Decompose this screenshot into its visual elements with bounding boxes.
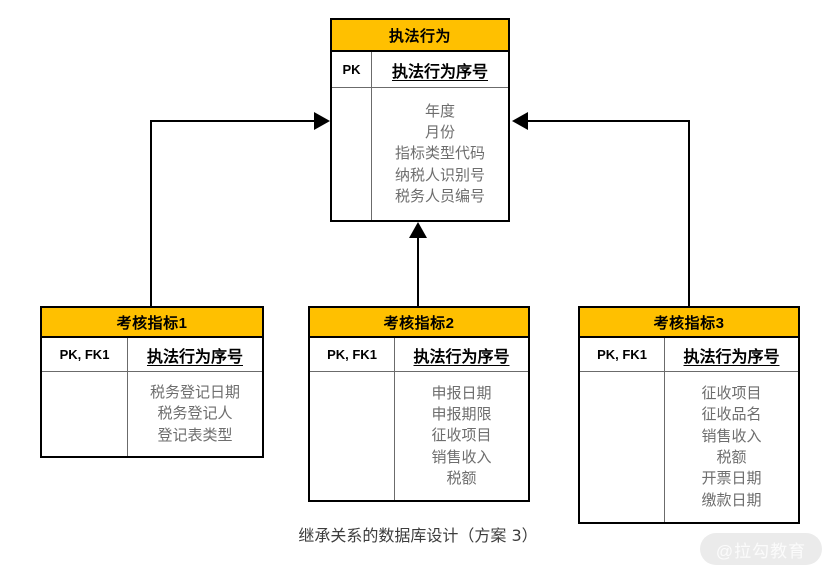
table-child1-attr-row: 税务登记日期 税务登记人 登记表类型 bbox=[42, 372, 262, 456]
table-child2-key-row: PK, FK1 执法行为序号 bbox=[310, 338, 528, 372]
attribute-item: 申报期限 bbox=[431, 406, 492, 424]
table-child3-key-name-cell: 执法行为序号 bbox=[665, 338, 798, 371]
connector-child3-horizontal bbox=[528, 120, 690, 122]
attribute-item: 登记表类型 bbox=[157, 426, 233, 444]
table-parent-key-label: PK bbox=[332, 52, 372, 87]
table-child3-key-row: PK, FK1 执法行为序号 bbox=[580, 338, 798, 372]
table-child3-key-name: 执法行为序号 bbox=[683, 348, 780, 366]
diagram-caption: 继承关系的数据库设计（方案 3） bbox=[298, 526, 538, 545]
table-child2-attr-keycol bbox=[310, 372, 395, 500]
attribute-item: 征收项目 bbox=[701, 385, 762, 403]
table-child1-attr-cell: 税务登记日期 税务登记人 登记表类型 bbox=[128, 372, 262, 456]
attribute-item: 税额 bbox=[446, 469, 477, 487]
table-child1-key-label: PK, FK1 bbox=[42, 338, 128, 371]
attribute-item: 征收项目 bbox=[431, 427, 492, 445]
table-child3-attribute-list: 征收项目 征收品名 销售收入 税额 开票日期 缴款日期 bbox=[665, 373, 798, 521]
attribute-item: 开票日期 bbox=[701, 470, 762, 488]
attribute-item: 税务登记人 bbox=[157, 405, 233, 423]
attribute-item: 缴款日期 bbox=[701, 491, 762, 509]
attribute-item: 指标类型代码 bbox=[394, 145, 485, 163]
attribute-item: 税务人员编号 bbox=[394, 187, 485, 205]
arrow-head-child1 bbox=[314, 112, 330, 130]
arrow-head-child2 bbox=[409, 222, 427, 238]
table-child1-key-row: PK, FK1 执法行为序号 bbox=[42, 338, 262, 372]
table-child2[interactable]: 考核指标2 PK, FK1 执法行为序号 申报日期 申报期限 征收项目 销售收入… bbox=[308, 306, 530, 502]
table-child1-key-name-cell: 执法行为序号 bbox=[128, 338, 262, 371]
table-child3-attr-keycol bbox=[580, 372, 665, 522]
table-child2-title: 考核指标2 bbox=[310, 308, 528, 338]
table-parent-key-name-cell: 执法行为序号 bbox=[372, 52, 508, 87]
table-child1-attribute-list: 税务登记日期 税务登记人 登记表类型 bbox=[128, 372, 262, 456]
attribute-item: 年度 bbox=[424, 102, 455, 120]
table-child3-key-label: PK, FK1 bbox=[580, 338, 665, 371]
attribute-item: 销售收入 bbox=[701, 427, 762, 445]
table-child1-key-name: 执法行为序号 bbox=[146, 348, 243, 366]
table-child2-attribute-list: 申报日期 申报期限 征收项目 销售收入 税额 bbox=[395, 373, 528, 499]
table-child2-attr-cell: 申报日期 申报期限 征收项目 销售收入 税额 bbox=[395, 372, 528, 500]
table-parent-title: 执法行为 bbox=[332, 20, 508, 52]
connector-child2-vertical bbox=[417, 238, 419, 308]
table-parent-key-name: 执法行为序号 bbox=[391, 63, 488, 81]
table-child3-attr-cell: 征收项目 征收品名 销售收入 税额 开票日期 缴款日期 bbox=[665, 372, 798, 522]
arrow-head-child3 bbox=[512, 112, 528, 130]
attribute-item: 征收品名 bbox=[701, 406, 762, 424]
table-child2-key-name: 执法行为序号 bbox=[413, 348, 510, 366]
attribute-item: 销售收入 bbox=[431, 448, 492, 466]
table-parent-attr-keycol bbox=[332, 88, 372, 220]
table-child1-attr-keycol bbox=[42, 372, 128, 456]
connector-child1-horizontal bbox=[150, 120, 320, 122]
table-child2-key-label: PK, FK1 bbox=[310, 338, 395, 371]
table-child1[interactable]: 考核指标1 PK, FK1 执法行为序号 税务登记日期 税务登记人 登记表类型 bbox=[40, 306, 264, 458]
attribute-item: 税务登记日期 bbox=[149, 384, 240, 402]
table-parent-key-row: PK 执法行为序号 bbox=[332, 52, 508, 88]
table-parent-attr-cell: 年度 月份 指标类型代码 纳税人识别号 税务人员编号 bbox=[372, 88, 508, 220]
connector-child1-vertical bbox=[150, 120, 152, 306]
table-child1-title: 考核指标1 bbox=[42, 308, 262, 338]
watermark-badge: @拉勾教育 bbox=[700, 533, 822, 565]
table-child3[interactable]: 考核指标3 PK, FK1 执法行为序号 征收项目 征收品名 销售收入 税额 开… bbox=[578, 306, 800, 524]
table-parent-attribute-list: 年度 月份 指标类型代码 纳税人识别号 税务人员编号 bbox=[372, 91, 508, 217]
table-parent-attr-row: 年度 月份 指标类型代码 纳税人识别号 税务人员编号 bbox=[332, 88, 508, 220]
table-child3-title: 考核指标3 bbox=[580, 308, 798, 338]
table-parent[interactable]: 执法行为 PK 执法行为序号 年度 月份 指标类型代码 纳税人识别号 税务人员编… bbox=[330, 18, 510, 222]
attribute-item: 纳税人识别号 bbox=[394, 166, 485, 184]
connector-child3-vertical bbox=[688, 120, 690, 306]
attribute-item: 税额 bbox=[716, 449, 747, 466]
attribute-item: 月份 bbox=[424, 124, 455, 142]
attribute-item: 申报日期 bbox=[431, 384, 492, 402]
table-child2-key-name-cell: 执法行为序号 bbox=[395, 338, 528, 371]
table-child3-attr-row: 征收项目 征收品名 销售收入 税额 开票日期 缴款日期 bbox=[580, 372, 798, 522]
table-child2-attr-row: 申报日期 申报期限 征收项目 销售收入 税额 bbox=[310, 372, 528, 500]
